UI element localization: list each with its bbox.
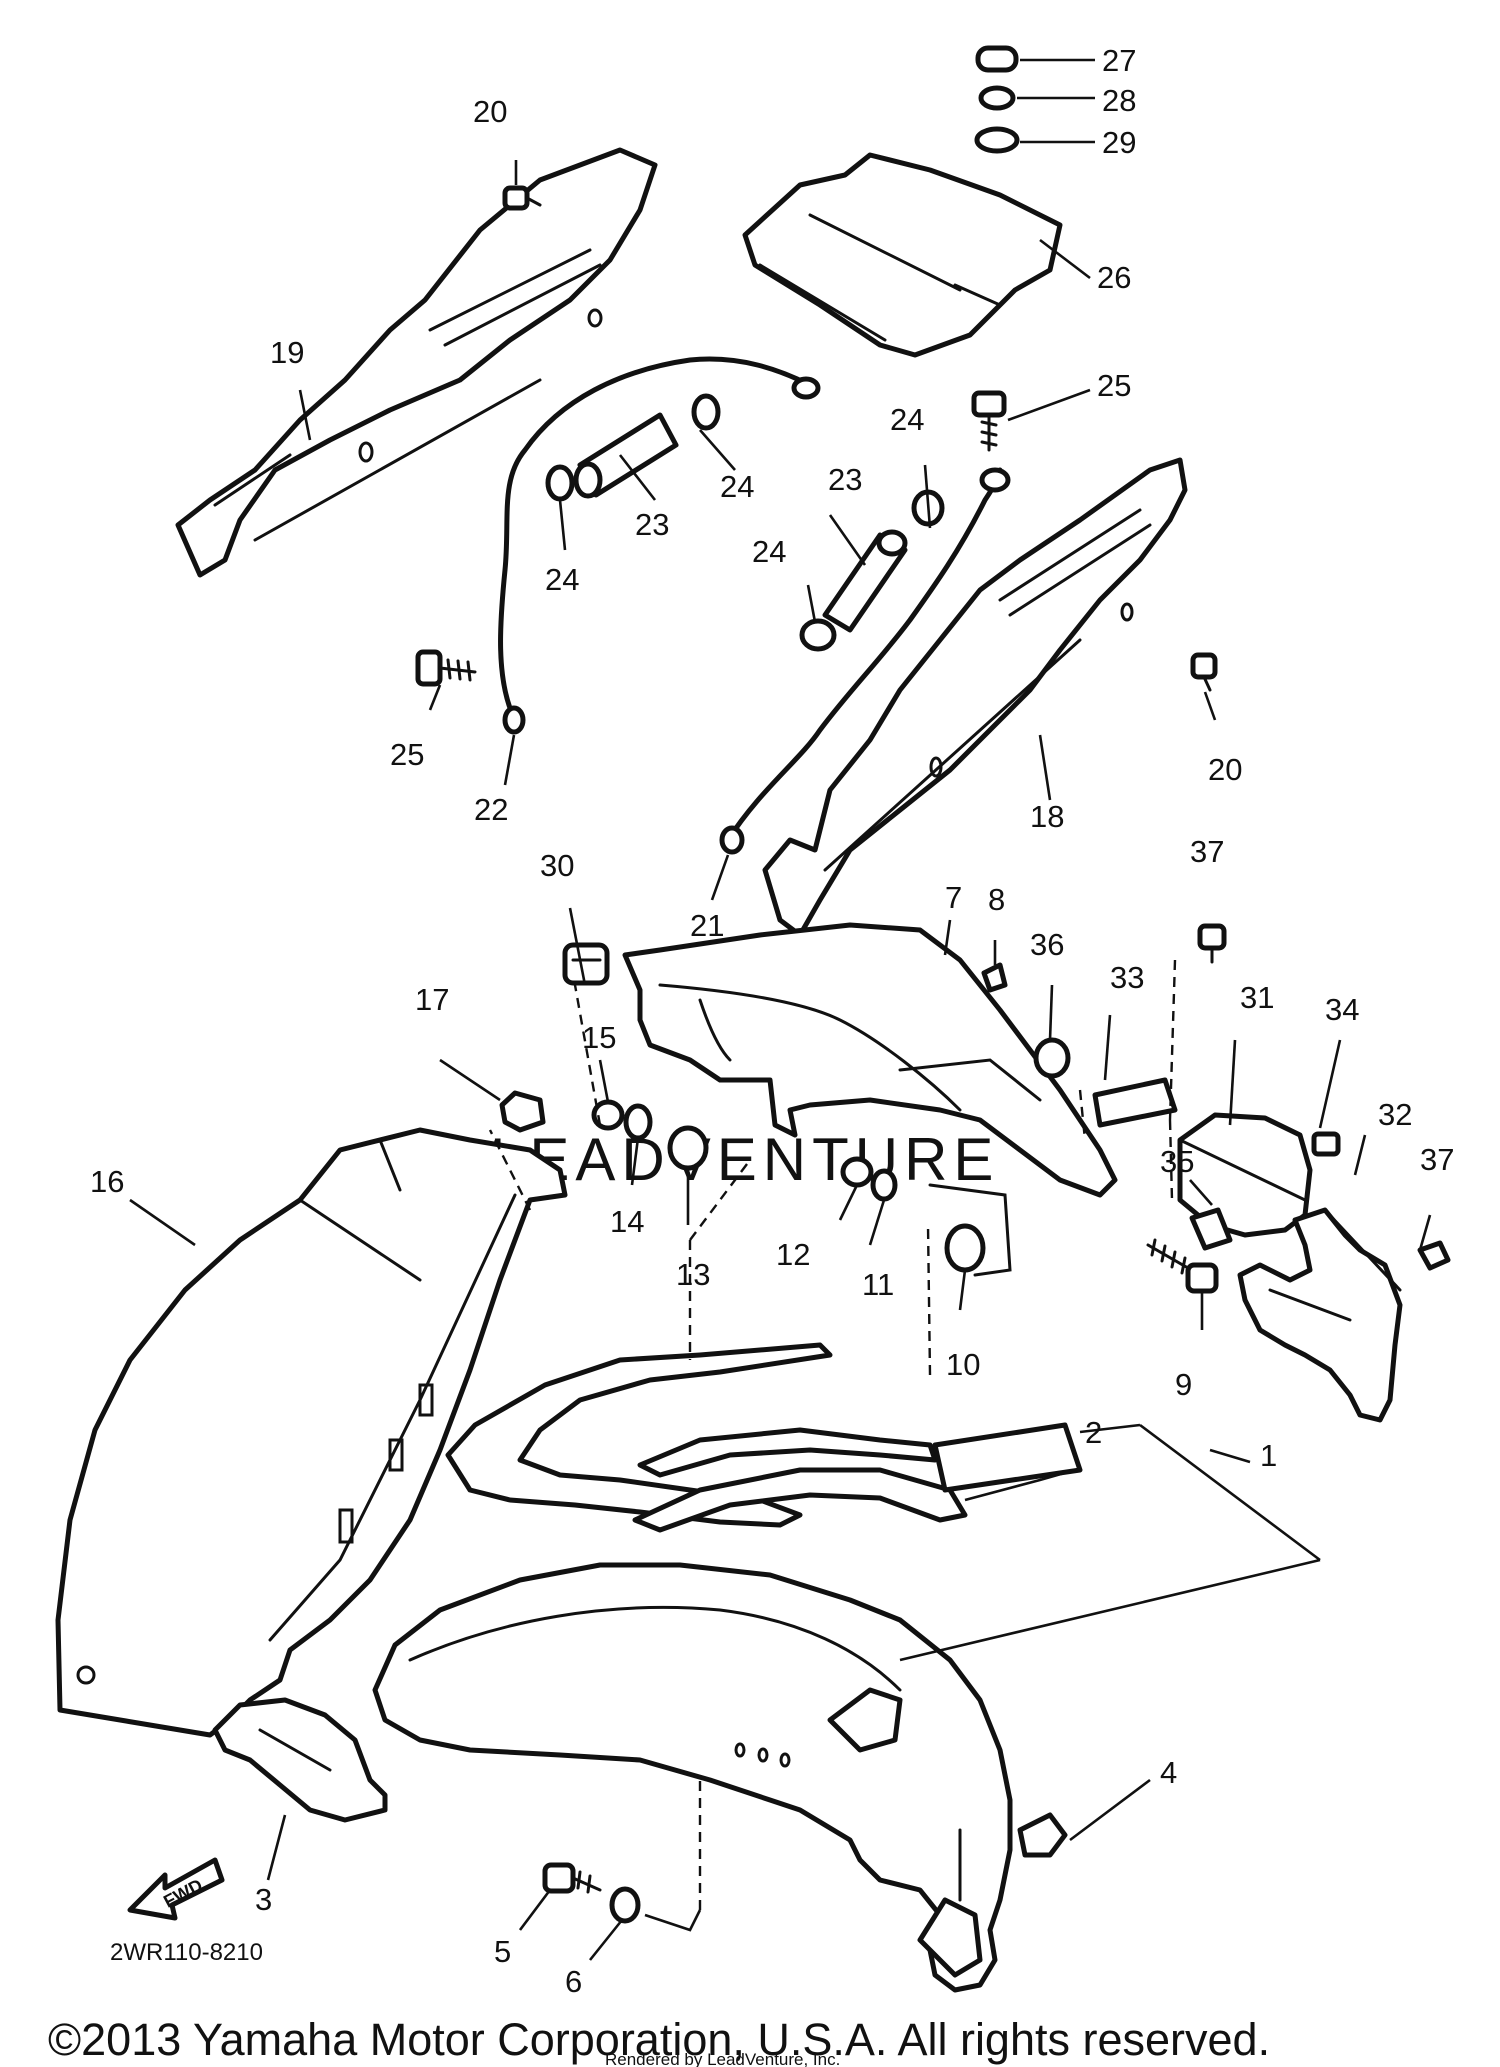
callout-6: 6	[565, 1964, 582, 1999]
callout-1: 1	[1260, 1438, 1277, 1473]
callout-21: 21	[690, 908, 724, 943]
callout-11: 11	[862, 1267, 894, 1302]
callout-34: 34	[1325, 992, 1359, 1027]
part-34-nut[interactable]	[1311, 1131, 1341, 1157]
part-20-screw-upper[interactable]	[502, 185, 542, 211]
callout-20-upper: 20	[473, 94, 507, 129]
callout-28: 28	[1102, 83, 1136, 118]
part-1-rear-fender[interactable]	[372, 1562, 1013, 1993]
watermark: LEADVENTURE	[490, 1126, 999, 1193]
part-24-grommet-b[interactable]	[691, 393, 721, 431]
callout-16: 16	[90, 1164, 124, 1199]
callout-20-right: 20	[1208, 752, 1242, 787]
part-29-grommet[interactable]	[974, 126, 1020, 154]
callout-31: 31	[1240, 980, 1274, 1015]
callout-15: 15	[582, 1020, 616, 1055]
callout-24-a: 24	[720, 469, 754, 504]
part-13-collar[interactable]	[667, 1125, 709, 1171]
callout-32: 32	[1378, 1097, 1412, 1132]
part-15-nut[interactable]	[591, 1099, 625, 1131]
part-23-collar-upper[interactable]	[573, 412, 679, 499]
diagram-code: 2WR110-8210	[110, 1939, 263, 1966]
callout-12: 12	[776, 1237, 810, 1272]
forward-arrow-icon: FWD	[127, 1857, 225, 1921]
part-32-bracket[interactable]	[1237, 1207, 1403, 1423]
part-12-nut[interactable]	[840, 1156, 874, 1188]
callout-26: 26	[1097, 260, 1131, 295]
callout-8: 8	[988, 882, 1005, 917]
callout-18: 18	[1030, 799, 1064, 834]
callout-labels: 27 28 29 26 25 20 19 23 24 24 24 23 24 2…	[90, 43, 1454, 1999]
callout-37-right: 37	[1420, 1142, 1454, 1177]
part-33-stay[interactable]	[1092, 1077, 1178, 1128]
part-36-collar[interactable]	[1033, 1037, 1071, 1079]
part-6-washer[interactable]	[609, 1886, 641, 1924]
callout-13: 13	[676, 1257, 710, 1292]
part-23-collar-lower[interactable]	[822, 529, 908, 633]
leader-lines	[129, 58, 1432, 1961]
callout-25-upper: 25	[1097, 368, 1131, 403]
callout-23-upper: 23	[635, 507, 669, 542]
part-3-reflector[interactable]	[212, 1697, 388, 1823]
part-14-washer[interactable]	[623, 1103, 653, 1141]
part-8-clip[interactable]	[981, 962, 1008, 993]
callout-4: 4	[1160, 1755, 1177, 1790]
callout-24-b: 24	[545, 562, 579, 597]
callout-25-lower: 25	[390, 737, 424, 772]
callout-9: 9	[1175, 1367, 1192, 1402]
callout-3: 3	[255, 1882, 272, 1917]
part-17-grommet[interactable]	[499, 1090, 546, 1133]
part-28-collar[interactable]	[978, 85, 1016, 111]
part-18-right-side-cover[interactable]	[762, 457, 1188, 938]
callout-19: 19	[270, 335, 304, 370]
part-25-bolt-upper[interactable]	[971, 390, 1007, 452]
callout-24-d: 24	[752, 534, 786, 569]
callout-23-lower: 23	[828, 462, 862, 497]
part-10-collar[interactable]	[928, 1183, 1012, 1277]
part-11-washer[interactable]	[870, 1168, 898, 1202]
copyright-notice: ©2013 Yamaha Motor Corporation, U.S.A. A…	[48, 2014, 1270, 2065]
part-25-bolt-lower[interactable]	[415, 649, 477, 687]
callout-33: 33	[1110, 960, 1144, 995]
rendered-by-note: Rendered by LeadVenture, Inc.	[605, 2050, 840, 2067]
part-20-screw-right[interactable]	[1190, 652, 1218, 692]
part-26-cover[interactable]	[742, 152, 1063, 358]
callout-17: 17	[415, 982, 449, 1017]
part-7-fender-section[interactable]	[622, 922, 1118, 1198]
part-24-grommet-a[interactable]	[545, 464, 575, 502]
callout-5: 5	[494, 1934, 511, 1969]
part-22-rod[interactable]	[498, 356, 821, 735]
callout-29: 29	[1102, 125, 1136, 160]
part-37-screw-upper[interactable]	[1197, 923, 1227, 964]
callout-24-c: 24	[890, 402, 924, 437]
part-30-connector[interactable]	[562, 942, 610, 986]
callout-7: 7	[945, 880, 962, 915]
callout-30: 30	[540, 848, 574, 883]
callout-36: 36	[1030, 927, 1064, 962]
part-35-bolt[interactable]	[1189, 1207, 1233, 1251]
callout-35: 35	[1160, 1144, 1194, 1179]
part-24-grommet-d[interactable]	[799, 618, 837, 652]
part-2-flap[interactable]	[445, 1342, 1083, 1533]
callout-27: 27	[1102, 43, 1136, 78]
part-9-bolt[interactable]	[1146, 1238, 1219, 1294]
part-37-screw-right[interactable]	[1417, 1240, 1451, 1271]
part-21-rod[interactable]	[719, 467, 1011, 855]
callout-10: 10	[946, 1347, 980, 1382]
part-27-cap[interactable]	[975, 45, 1019, 73]
part-5-bolt[interactable]	[542, 1862, 602, 1894]
callout-22: 22	[474, 792, 508, 827]
callout-37-upper: 37	[1190, 834, 1224, 869]
part-16-inner-fender[interactable]	[55, 1127, 568, 1738]
part-4-fastener[interactable]	[1017, 1812, 1068, 1858]
callout-14: 14	[610, 1204, 644, 1239]
callout-2: 2	[1085, 1415, 1102, 1450]
part-19-left-side-cover[interactable]	[175, 147, 658, 578]
